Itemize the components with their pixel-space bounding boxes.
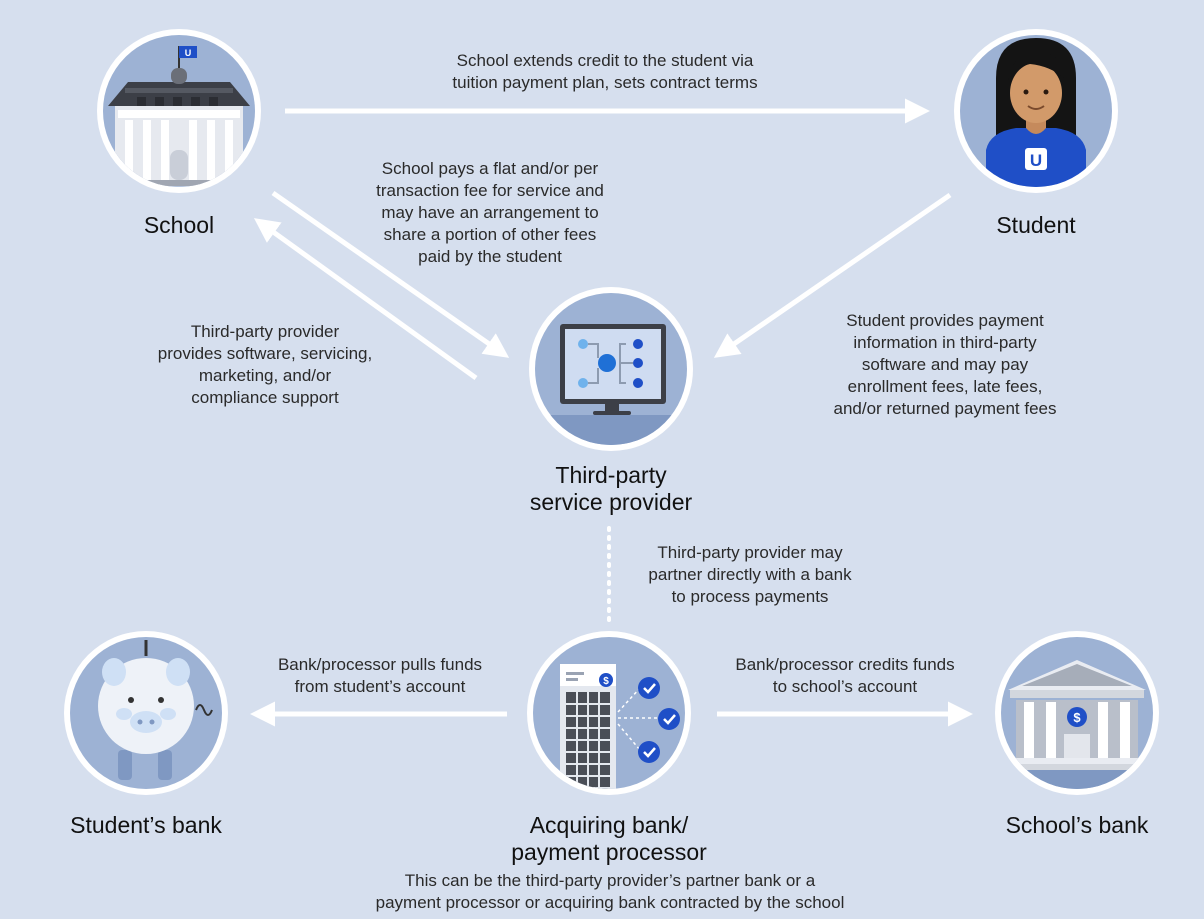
student-label: Student xyxy=(996,212,1076,238)
flow-text-provider-provides: Third-party provider provides software, … xyxy=(120,321,410,409)
acquirer-label-line1: Acquiring bank/ xyxy=(529,812,689,838)
text-line: and/or returned payment fees xyxy=(833,399,1057,418)
arrow-student-to-provider xyxy=(713,192,952,358)
text-line: transaction fee for service and xyxy=(376,181,604,200)
text-line: Third-party provider xyxy=(190,322,340,341)
text-line: compliance support xyxy=(191,388,339,407)
acquirer-label-line2: payment processor xyxy=(511,839,707,865)
computer-icon xyxy=(529,287,693,451)
acquirer-label: Acquiring bank/ payment processor xyxy=(459,812,759,866)
text-line: to school’s account xyxy=(772,677,918,696)
text-line: provides software, servicing, xyxy=(157,344,373,363)
text-line: School extends credit to the student via xyxy=(456,51,754,70)
text-line: partner directly with a bank xyxy=(648,565,852,584)
flow-text-school-to-student: School extends credit to the student via… xyxy=(405,50,805,94)
text-line: from student’s account xyxy=(294,677,466,696)
office-building-icon xyxy=(527,631,691,795)
student-avatar-icon xyxy=(954,29,1118,193)
bank-building-icon xyxy=(995,631,1159,795)
provider-label-line1: Third-party xyxy=(555,462,667,488)
piggy-bank-icon xyxy=(64,631,228,795)
text-line: marketing, and/or xyxy=(198,366,332,385)
students-bank-label: Student’s bank xyxy=(70,812,222,838)
acquirer-dollar: $ xyxy=(603,676,609,687)
provider-label: Third-party service provider xyxy=(471,462,751,516)
text-line: Bank/processor credits funds xyxy=(735,655,955,674)
text-line: Third-party provider may xyxy=(657,543,843,562)
flow-arrows xyxy=(250,98,973,727)
text-line: payment processor or acquiring bank cont… xyxy=(375,893,845,912)
text-line: School pays a flat and/or per xyxy=(381,159,599,178)
flow-text-credits-funds: Bank/processor credits funds to school’s… xyxy=(710,654,980,698)
school-icon xyxy=(97,29,261,193)
text-line: paid by the student xyxy=(418,247,562,266)
shirt-letter: U xyxy=(1030,151,1042,170)
text-line: This can be the third-party provider’s p… xyxy=(404,871,816,890)
flag-letter: U xyxy=(185,48,192,58)
text-line: tuition payment plan, sets contract term… xyxy=(452,73,758,92)
footnote: This can be the third-party provider’s p… xyxy=(300,870,920,914)
arrow-school-to-provider xyxy=(271,190,510,358)
schools-bank-label: School’s bank xyxy=(1005,812,1149,838)
text-line: enrollment fees, late fees, xyxy=(847,377,1043,396)
flow-text-school-pays: School pays a flat and/or per transactio… xyxy=(340,158,640,268)
arrow-provider-to-school xyxy=(253,218,478,381)
school-label: School xyxy=(143,212,215,238)
text-line: share a portion of other fees xyxy=(383,225,597,244)
provider-label-line2: service provider xyxy=(529,489,693,515)
bank-dollar: $ xyxy=(1073,710,1081,725)
text-line: Student provides payment xyxy=(846,311,1044,330)
checkmark-icons xyxy=(638,677,680,763)
flow-text-pulls-funds: Bank/processor pulls funds from student’… xyxy=(250,654,510,698)
flow-text-provider-partner: Third-party provider may partner directl… xyxy=(620,542,880,608)
text-line: to process payments xyxy=(671,587,829,606)
text-line: may have an arrangement to xyxy=(381,203,599,222)
text-line: Bank/processor pulls funds xyxy=(277,655,483,674)
text-line: software and may pay xyxy=(861,355,1029,374)
text-line: information in third-party xyxy=(853,333,1037,352)
flow-text-student-provides: Student provides payment information in … xyxy=(800,310,1090,420)
